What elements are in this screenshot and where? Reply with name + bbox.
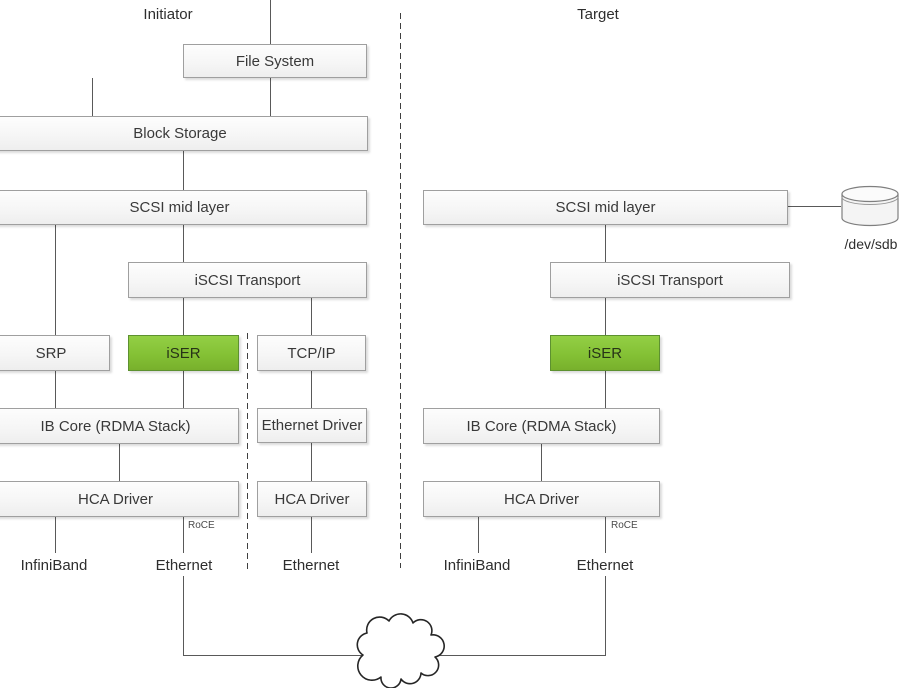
target-scsi-mid-layer-box: SCSI mid layer bbox=[423, 190, 788, 225]
connector-line bbox=[55, 371, 56, 408]
connector-line bbox=[541, 444, 542, 481]
initiator-hca-driver-box: HCA Driver bbox=[0, 481, 239, 517]
target-iser-box: iSER bbox=[550, 335, 660, 371]
initiator-scsi-mid-layer-box: SCSI mid layer bbox=[0, 190, 367, 225]
disk-cylinder-icon bbox=[841, 185, 899, 227]
connector-line bbox=[605, 517, 606, 553]
connector-line bbox=[311, 298, 312, 335]
connector-line bbox=[55, 225, 56, 335]
initiator-infiniband-label: InfiniBand bbox=[20, 557, 88, 574]
disk-path-label: /dev/sdb bbox=[844, 236, 898, 252]
target-ethernet-label: Ethernet bbox=[576, 557, 634, 574]
initiator-ethernet-label: Ethernet bbox=[155, 557, 213, 574]
connector-line bbox=[270, 0, 271, 44]
connector-line bbox=[311, 443, 312, 481]
connector-line bbox=[270, 78, 271, 116]
connector-line bbox=[119, 444, 120, 481]
connector-line bbox=[183, 298, 184, 335]
rdma-tcp-separator-dashed-line bbox=[247, 333, 248, 573]
target-ib-core-box: IB Core (RDMA Stack) bbox=[423, 408, 660, 444]
connector-line bbox=[183, 517, 184, 553]
target-section-title: Target bbox=[577, 6, 619, 23]
initiator-iser-box: iSER bbox=[128, 335, 239, 371]
connector-line bbox=[605, 298, 606, 335]
target-iscsi-transport-box: iSCSI Transport bbox=[550, 262, 790, 298]
disk-connector-line bbox=[788, 206, 841, 207]
connector-line bbox=[605, 576, 606, 655]
initiator-roce-label: RoCE bbox=[188, 520, 215, 531]
connector-line bbox=[311, 371, 312, 408]
connector-line bbox=[183, 151, 184, 190]
connector-line bbox=[183, 371, 184, 408]
connector-line bbox=[478, 517, 479, 553]
initiator-srp-box: SRP bbox=[0, 335, 110, 371]
target-infiniband-label: InfiniBand bbox=[443, 557, 511, 574]
initiator-ethernet-tcp-label: Ethernet bbox=[282, 557, 340, 574]
initiator-iscsi-transport-box: iSCSI Transport bbox=[128, 262, 367, 298]
initiator-block-storage-box: Block Storage bbox=[0, 116, 368, 151]
connector-line bbox=[55, 517, 56, 553]
connector-line bbox=[183, 225, 184, 262]
connector-line bbox=[183, 576, 184, 655]
connector-line bbox=[311, 517, 312, 553]
network-cloud-icon bbox=[356, 613, 445, 688]
connector-line bbox=[605, 225, 606, 262]
initiator-hca-driver-eth-box: HCA Driver bbox=[257, 481, 367, 517]
initiator-tcp-ip-box: TCP/IP bbox=[257, 335, 366, 371]
initiator-ib-core-box: IB Core (RDMA Stack) bbox=[0, 408, 239, 444]
connector-line bbox=[605, 371, 606, 408]
initiator-ethernet-driver-box: Ethernet Driver bbox=[257, 408, 367, 443]
connector-line bbox=[92, 78, 93, 116]
initiator-section-title: Initiator bbox=[143, 6, 193, 23]
target-roce-label: RoCE bbox=[611, 520, 638, 531]
initiator-file-system-box: File System bbox=[183, 44, 367, 78]
initiator-target-separator-dashed-line bbox=[400, 13, 401, 568]
target-hca-driver-box: HCA Driver bbox=[423, 481, 660, 517]
